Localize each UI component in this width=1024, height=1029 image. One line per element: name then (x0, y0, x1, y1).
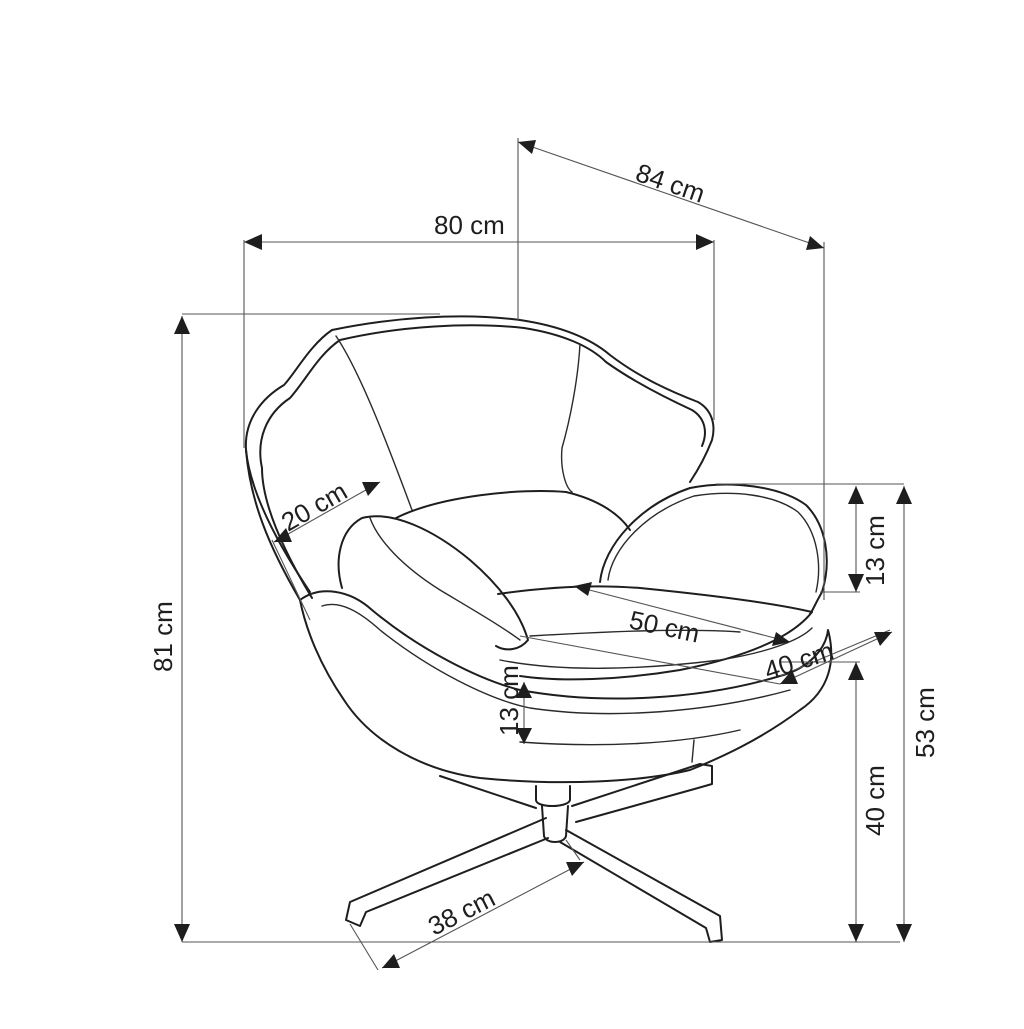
arrowhead (874, 632, 892, 646)
label-cushion-thickness: 13 cm (494, 665, 524, 736)
chair-shell-outline (244, 315, 715, 593)
dim-line-armrest-width (273, 481, 381, 543)
arrowhead (780, 670, 798, 684)
left-armrest-seam (369, 517, 521, 641)
arrowhead (516, 682, 532, 698)
arrowhead (518, 140, 536, 154)
arrowhead (566, 862, 584, 876)
left-armrest (337, 515, 529, 651)
base-leg-back-right (571, 763, 713, 823)
chair-shell-left-side-outer (245, 449, 301, 601)
arrowhead (362, 482, 380, 496)
base-leg-front-right (559, 829, 723, 943)
base-leg-front-left (345, 817, 549, 927)
arrowhead (516, 728, 532, 744)
back-seam-left (335, 335, 413, 511)
seat-cushion-top (497, 585, 813, 681)
arrowhead (174, 316, 190, 334)
chair-shell-left-side (261, 467, 313, 599)
swivel-hub (541, 805, 569, 843)
label-seat-height: 40 cm (860, 765, 890, 836)
label-height-total: 81 cm (148, 601, 178, 672)
dimension-lines (174, 140, 912, 969)
dim-line-seat-depth (779, 631, 893, 685)
label-depth-total: 84 cm (632, 157, 709, 208)
label-armrest-height: 13 cm (860, 515, 890, 586)
arrowhead (896, 486, 912, 504)
label-base-leg-length: 38 cm (423, 882, 500, 941)
label-width-total: 80 cm (434, 210, 505, 240)
arrowhead (174, 924, 190, 942)
chair-illustration (244, 315, 833, 943)
arrowhead (696, 234, 714, 250)
arrowhead (806, 236, 824, 250)
dim-line-base-leg (381, 861, 585, 969)
chair-shell-front-inner (321, 603, 791, 715)
right-armrest (599, 483, 828, 615)
extension-lines (182, 138, 904, 971)
arrowhead (848, 486, 864, 504)
seat-center-seam (529, 629, 741, 637)
dim-line-seat-width (573, 585, 791, 643)
chair-shell-inner-edge (259, 324, 706, 469)
label-armrest-top-height: 53 cm (910, 687, 940, 758)
swivel-column (535, 785, 571, 807)
dim-line-depth (517, 141, 825, 249)
arrowhead (848, 924, 864, 942)
base-leg-back-left (439, 775, 537, 809)
arrowhead (772, 632, 790, 646)
arrowhead (244, 234, 262, 250)
arrowhead (274, 528, 292, 542)
right-armrest-inner (607, 492, 820, 593)
seat-back-cushion (395, 490, 631, 531)
arrowhead (896, 924, 912, 942)
arrowhead (382, 954, 400, 968)
chair-shell-bottom-seam (519, 729, 741, 763)
label-seat-width: 50 cm (627, 605, 703, 649)
chair-shell-front (299, 590, 833, 784)
back-seam-right (560, 343, 581, 493)
label-armrest-width: 20 cm (276, 476, 352, 537)
dim-ext-seat-depth (519, 635, 781, 685)
arrowhead (848, 662, 864, 680)
arrowhead (848, 574, 864, 592)
arrowhead (574, 582, 592, 596)
